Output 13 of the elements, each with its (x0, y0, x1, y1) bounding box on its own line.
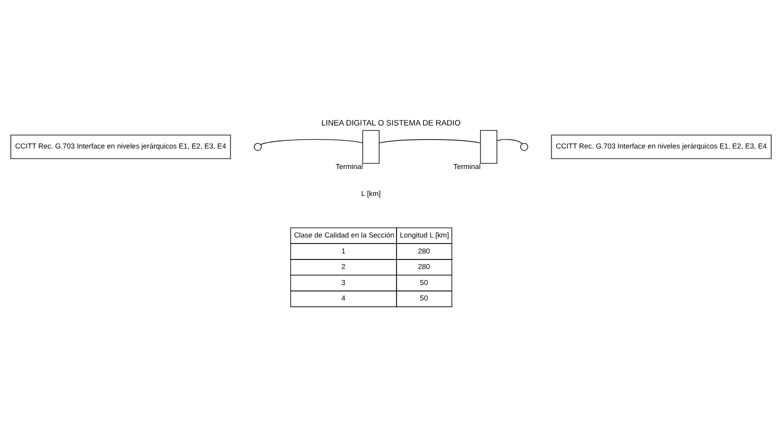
label: 50 (420, 294, 428, 303)
label: 3 (341, 278, 346, 287)
label: Clase de Calidad en la Sección (294, 230, 394, 240)
node-label: Terminal (453, 162, 481, 172)
label: 1 (341, 246, 346, 256)
label: 50 (420, 278, 428, 287)
label: 280 (418, 246, 430, 256)
label: Longitud L [km] (400, 230, 449, 240)
label: 2 (341, 262, 346, 272)
label: 4 (341, 294, 346, 303)
label: L [km] (361, 189, 381, 198)
node-label: Terminal (336, 162, 363, 172)
label: 280 (418, 262, 430, 272)
